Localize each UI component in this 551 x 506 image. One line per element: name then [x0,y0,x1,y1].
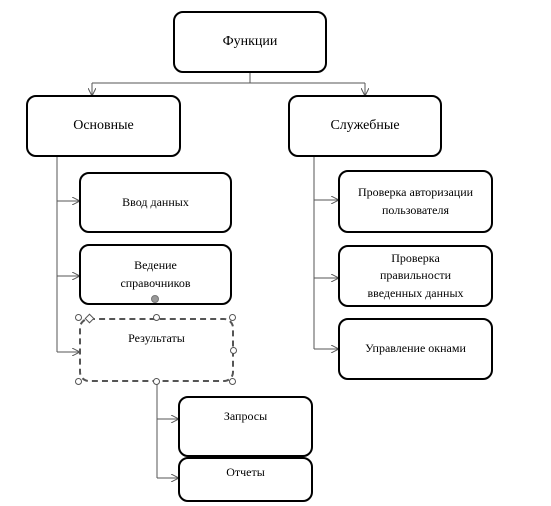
node-auth-check[interactable]: Проверка авторизации пользователя [338,170,493,233]
node-results-label: Результаты [128,331,185,345]
resize-handle-bottom-left[interactable] [75,378,82,385]
node-auth-check-label: Проверка авторизации пользователя [357,185,474,217]
node-main-functions-label: Основные [73,117,134,133]
node-data-validation-label: Проверка правильности введенных данных [367,250,464,300]
node-data-validation[interactable]: Проверка правильности введенных данных [338,245,493,307]
node-window-management[interactable]: Управление окнами [338,318,493,380]
resize-handle-bottom[interactable] [153,378,160,385]
root-node[interactable]: Функции [173,11,327,73]
node-queries[interactable]: Запросы [178,396,313,457]
node-reports-label: Отчеты [226,465,265,479]
resize-handle-top[interactable] [153,314,160,321]
resize-handle-top-right[interactable] [229,314,236,321]
root-node-label: Функции [222,33,278,49]
node-results[interactable]: Результаты [79,318,234,382]
node-window-management-label: Управление окнами [365,341,466,356]
node-data-input[interactable]: Ввод данных [79,172,232,233]
node-service-functions[interactable]: Служебные [288,95,442,157]
resize-handle-top-left[interactable] [75,314,82,321]
resize-handle-bottom-right[interactable] [229,378,236,385]
rotation-handle[interactable] [151,295,159,303]
node-main-functions[interactable]: Основные [26,95,181,157]
node-reports[interactable]: Отчеты [178,457,313,502]
resize-handle-right[interactable] [230,347,237,354]
node-reference-maintenance-label: Ведение справочников [120,258,191,290]
node-data-input-label: Ввод данных [122,194,189,209]
node-reference-maintenance[interactable]: Ведение справочников [79,244,232,305]
node-service-functions-label: Служебные [330,117,400,133]
node-queries-label: Запросы [223,409,268,423]
